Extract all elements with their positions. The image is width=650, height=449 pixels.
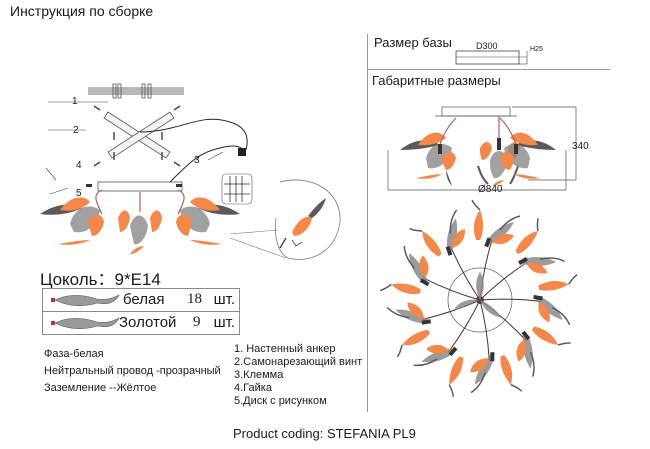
bulb-unit: шт. [213,291,235,308]
callout-3: 3 [194,155,200,166]
top-view-diagram [380,200,580,405]
callout-4: 4 [76,160,82,171]
part-item: 4.Гайка [234,382,272,394]
parts-list: 1. Настенный анкер 2.Самонарезающий винт… [234,343,362,408]
bulb-leaf-icon [51,294,120,306]
base-size-diagram [455,50,528,65]
assembly-diagram [40,83,341,260]
side-view-diagram [387,106,577,191]
wiring-phase: Фаза-белая [44,348,104,360]
base-diameter: D300 [476,41,498,51]
part-item: 2.Самонарезающий винт [234,356,363,368]
page-title: Инструкция по сборке [10,3,154,19]
bulb-row-white: белая 18 шт. [43,289,239,311]
callout-2: 2 [73,125,79,136]
base-size-label: Размер базы [374,35,452,50]
bulb-count: 9 [193,314,201,330]
overall-height: 340 [572,141,589,152]
socket-label: Цоколь：9*E14 [40,270,161,289]
part-item: 3.Клемма [234,369,284,381]
overall-diameter: Ø840 [478,184,503,195]
callout-5: 5 [76,188,82,199]
callout-1: 1 [72,96,78,107]
wiring-legend: Фаза-белая Нейтральный провод -прозрачны… [44,346,221,397]
bulb-leaf-icon [51,317,120,329]
wiring-ground: Заземление --Жёлтое [44,382,157,394]
horizontal-divider [367,69,610,70]
bulb-color-name: Золотой [119,314,177,331]
bulb-color-name: белая [123,291,165,308]
wiring-neutral: Нейтральный провод -прозрачный [44,365,221,377]
bulb-row-gold: Золотой 9 шт. [43,311,239,334]
bulb-table: белая 18 шт. Золотой 9 шт. [42,288,240,335]
product-coding: Product coding: STEFANIA PL9 [233,426,416,441]
part-item: 1. Настенный анкер [234,343,336,355]
base-height: H25 [530,46,543,53]
bulb-unit: шт. [213,314,235,331]
part-item: 5.Диск с рисунком [234,395,327,407]
vertical-divider [367,34,368,412]
bulb-count: 18 [187,291,202,307]
overall-dimensions-label: Габаритные размеры [372,73,501,88]
